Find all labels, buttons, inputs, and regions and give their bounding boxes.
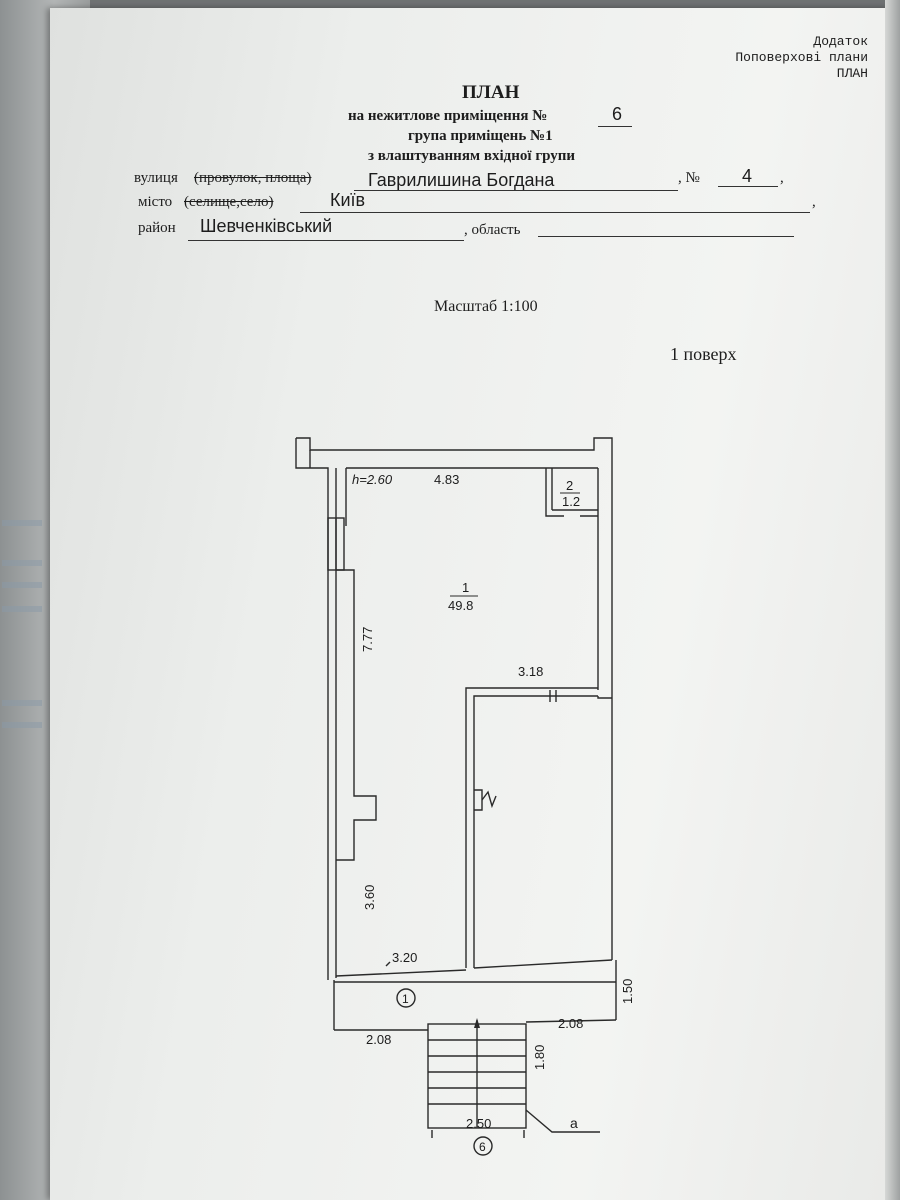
ceiling-height: h=2.60 <box>352 472 393 487</box>
dim-right: 1.50 <box>620 979 635 1004</box>
stair-arrow <box>474 1018 480 1028</box>
region-underline <box>538 236 794 237</box>
header-line-1: Додаток <box>813 34 868 49</box>
appendix-header: Додаток Поповерхові плани ПЛАН <box>735 34 868 82</box>
dim-left-upper: 7.77 <box>360 627 375 652</box>
room-number-underline <box>598 126 632 127</box>
underlying-text-mark <box>2 722 42 728</box>
street-struck-text: (провулок, площа) <box>194 170 312 186</box>
stair-side-wall <box>525 1109 600 1133</box>
house-number-label: , № <box>678 170 700 186</box>
dim-mid: 3.18 <box>518 664 543 679</box>
underlying-text-mark <box>2 520 42 526</box>
porch-bottom-right <box>525 1019 617 1023</box>
underlying-text-mark <box>2 700 42 706</box>
district-label: район <box>138 220 176 236</box>
radiator-zigzag <box>481 790 497 809</box>
room2-area: 1.2 <box>562 494 580 509</box>
subtitle-line-1-label: на нежитлове приміщення № <box>348 108 548 124</box>
partition-join <box>597 696 612 699</box>
marker-circle-1 <box>396 988 416 1008</box>
closet-wall <box>545 468 564 517</box>
dim-bottom-inner: 3.20 <box>392 950 417 965</box>
city-label: місто <box>138 194 173 210</box>
room-number-value: 6 <box>612 104 623 124</box>
floor-bottom-inner <box>335 969 467 977</box>
street-label: вулиця <box>134 170 178 186</box>
partition-wall-inner <box>473 695 598 968</box>
wall-top-outer <box>296 437 613 698</box>
street-value: Гаврилишина Богдана <box>368 170 555 190</box>
room2-number: 2 <box>566 478 573 493</box>
marker-circle-6 <box>473 1136 493 1156</box>
room1-number: 1 <box>462 580 469 595</box>
header-line-3: ПЛАН <box>836 66 868 81</box>
house-number-underline <box>718 186 778 187</box>
dim-porch-right: 2.08 <box>558 1016 583 1031</box>
underlying-text-mark <box>2 582 42 588</box>
wall-top-left-stub <box>295 438 329 470</box>
city-underline <box>300 212 810 213</box>
underlying-text-mark <box>2 560 42 566</box>
wall-left-niche <box>336 569 377 861</box>
city-comma: , <box>812 194 816 210</box>
dim-stairs: 1.80 <box>532 1045 547 1070</box>
address-comma: , <box>780 170 784 186</box>
document-page <box>50 8 890 1200</box>
subtitle-line-2: група приміщень №1 <box>408 128 553 144</box>
scale-label: Масштаб 1:100 <box>434 298 538 315</box>
dim-stairs-width: 2.50 <box>466 1116 491 1131</box>
floor-label: 1 поверх <box>670 344 737 364</box>
radiator-symbol <box>474 789 483 811</box>
district-underline <box>188 240 464 241</box>
dim-tick <box>385 961 391 967</box>
marker-1: 1 <box>402 992 409 1006</box>
city-value: Київ <box>330 190 366 210</box>
region-label: , область <box>464 222 521 238</box>
marker-a: а <box>570 1115 578 1131</box>
marker-6: 6 <box>479 1140 486 1154</box>
dim-left-lower: 3.60 <box>362 885 377 910</box>
header-line-2: Поповерхові плани <box>735 50 868 65</box>
room1-area: 49.8 <box>448 598 473 613</box>
underlying-text-mark <box>2 606 42 612</box>
page-edge <box>885 0 900 1200</box>
dim-top: 4.83 <box>434 472 459 487</box>
house-number-value: 4 <box>742 166 753 186</box>
document-title: ПЛАН <box>462 82 520 103</box>
district-value: Шевченківський <box>200 216 333 236</box>
city-struck-text: (селище,село) <box>184 194 274 210</box>
subtitle-line-3: з влаштуванням вхідної групи <box>368 148 576 164</box>
street-underline <box>354 190 678 191</box>
dim-porch-left: 2.08 <box>366 1032 391 1047</box>
floor-bottom-right <box>473 959 613 969</box>
partition-wall <box>465 687 598 968</box>
